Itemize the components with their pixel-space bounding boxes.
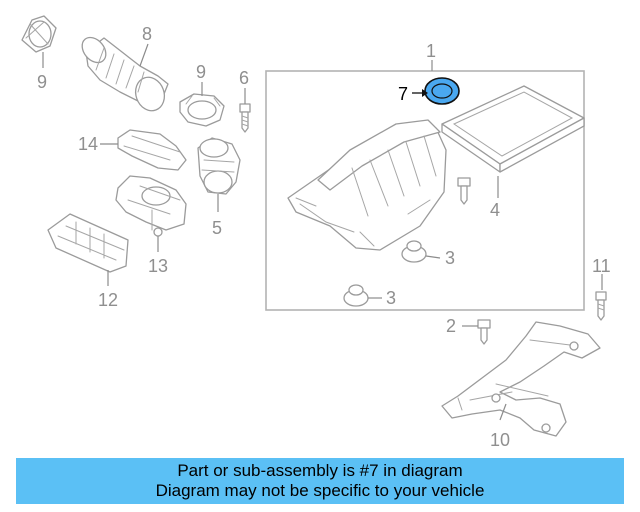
air-duct-14[interactable] (117, 129, 187, 171)
callout-10: 10 (490, 430, 510, 450)
bolt-11[interactable] (595, 291, 607, 321)
callout-5: 5 (212, 218, 222, 238)
callout-9-center: 9 (196, 62, 206, 82)
bolt-2[interactable] (477, 319, 491, 345)
callout-11: 11 (592, 256, 611, 276)
highlighted-part-7[interactable] (424, 77, 460, 105)
intake-tube-5[interactable] (197, 137, 241, 195)
callout-14: 14 (78, 134, 98, 154)
hose-clamp-9-center[interactable] (179, 93, 225, 127)
grommet-3-upper[interactable] (401, 240, 427, 263)
callout-12: 12 (98, 290, 118, 310)
inlet-duct-12[interactable] (47, 213, 129, 273)
banner-line-disclaimer: Diagram may not be specific to your vehi… (155, 481, 485, 500)
callout-2: 2 (446, 316, 456, 336)
air-cleaner-housing-1[interactable] (287, 119, 447, 251)
callout-3-upper: 3 (445, 248, 455, 268)
parts-diagram: 9 8 9 6 14 5 13 12 1 7 4 3 3 2 11 10 (21, 15, 611, 450)
air-cleaner-assembly-box (265, 70, 585, 311)
callout-7: 7 (398, 84, 408, 104)
callout-9-left: 9 (37, 72, 47, 92)
callout-6: 6 (239, 68, 249, 88)
support-bracket-10[interactable] (441, 321, 601, 437)
callout-13: 13 (148, 256, 168, 276)
callout-3-lower: 3 (386, 288, 396, 308)
bolt-6[interactable] (239, 103, 251, 133)
callout-1: 1 (426, 41, 436, 61)
hose-clamp-9-upper-left[interactable] (21, 15, 57, 53)
banner-line-part-number: Part or sub-assembly is #7 in diagram (177, 461, 463, 480)
vehicle-fit-notice-banner: Part or sub-assembly is #7 in diagram Di… (16, 458, 624, 504)
leader-lines (42, 43, 603, 421)
intake-hose-8[interactable] (77, 33, 169, 115)
mounting-bracket-13[interactable] (115, 175, 187, 237)
callout-4: 4 (490, 200, 500, 220)
grommet-7-highlighted[interactable] (424, 77, 460, 105)
callout-8: 8 (142, 24, 152, 44)
housing-bolt (457, 177, 471, 205)
grommet-3-lower[interactable] (343, 284, 369, 307)
filter-element-4[interactable] (441, 85, 585, 173)
